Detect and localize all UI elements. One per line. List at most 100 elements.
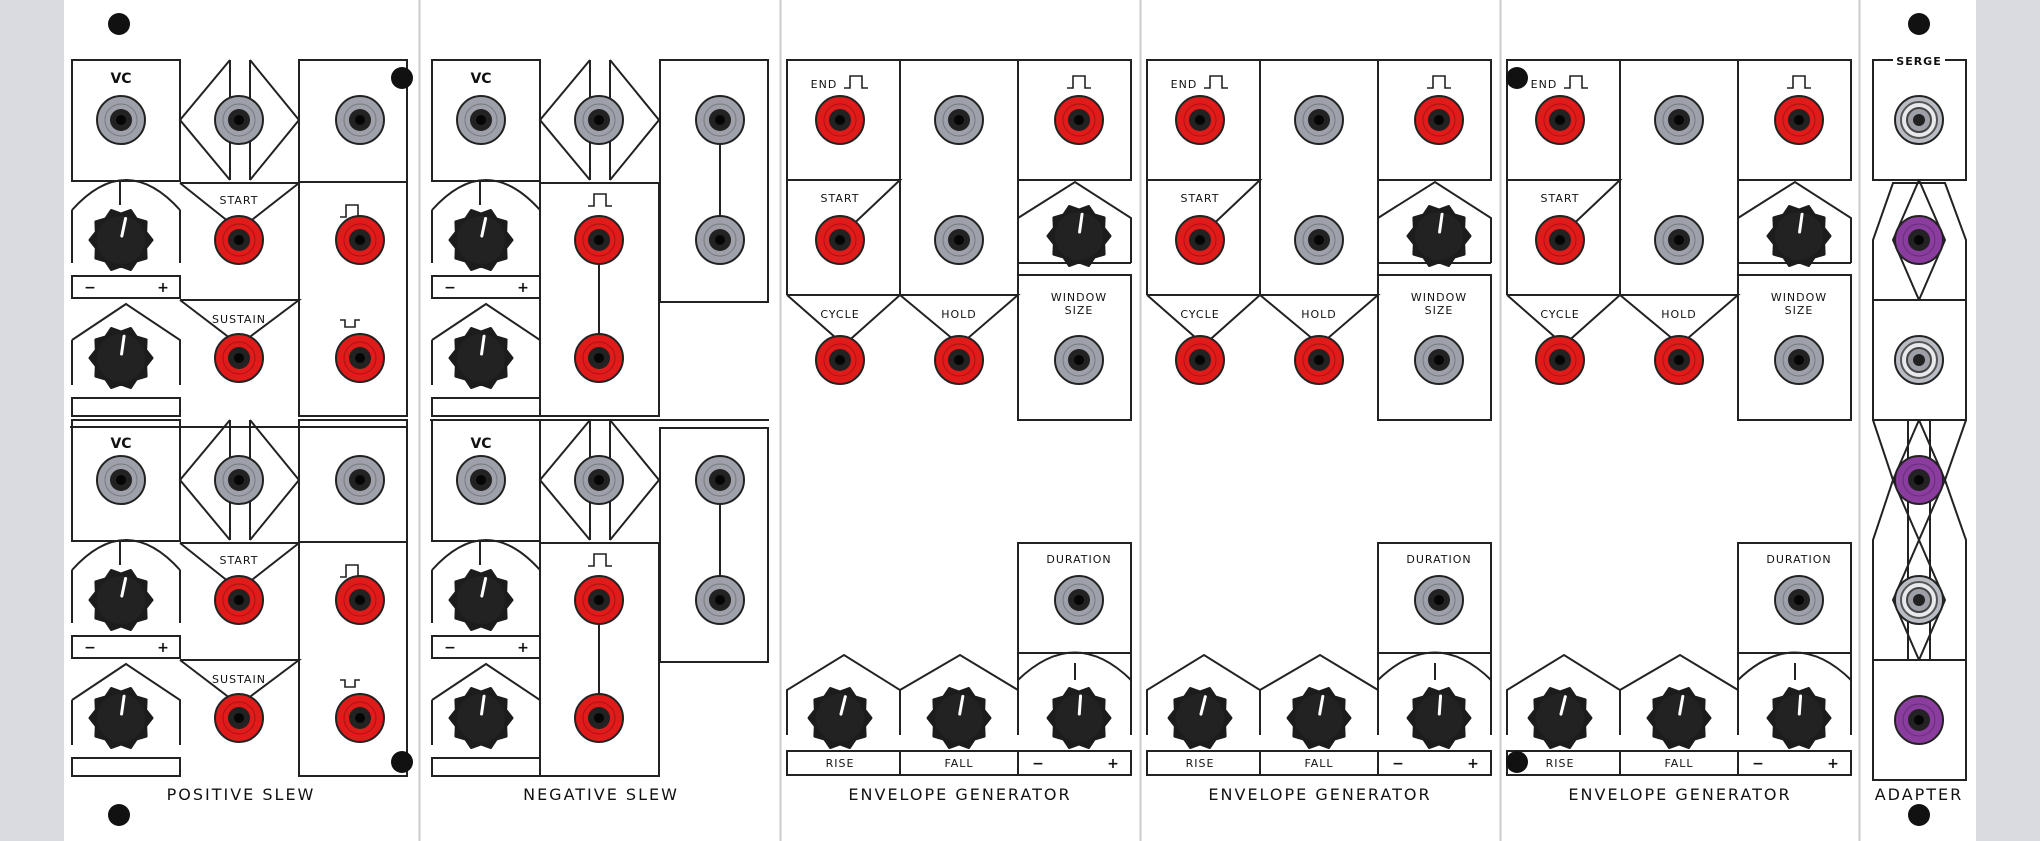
gate-out-jack[interactable] (574, 693, 624, 743)
start-jack[interactable] (1535, 215, 1585, 265)
knob-arc (1017, 651, 1132, 681)
slew-rate-knob[interactable] (88, 569, 154, 631)
quarter-inch-jack[interactable] (1894, 575, 1944, 625)
slew-input-jack[interactable] (214, 455, 264, 505)
output-jack[interactable] (695, 215, 745, 265)
gate-output-jack[interactable] (1054, 95, 1104, 145)
duration-knob[interactable] (1046, 687, 1112, 749)
envelope-output-jack[interactable] (1654, 95, 1704, 145)
duration-jack[interactable] (1774, 575, 1824, 625)
rise-knob[interactable] (807, 687, 873, 749)
end-jack[interactable] (815, 95, 865, 145)
slew-input-jack[interactable] (214, 95, 264, 145)
window-size-jack[interactable] (1774, 335, 1824, 385)
duration-jack[interactable] (1414, 575, 1464, 625)
slew-output-jack[interactable] (335, 455, 385, 505)
output-jack[interactable] (695, 455, 745, 505)
envelope-output-jack[interactable] (934, 95, 984, 145)
inverted-gate-jack[interactable] (335, 693, 385, 743)
rise-knob[interactable] (1527, 687, 1593, 749)
slew-input-jack[interactable] (574, 95, 624, 145)
module-title: ENVELOPE GENERATOR (848, 785, 1071, 804)
start-jack[interactable] (214, 575, 264, 625)
sustain-level-knob[interactable] (448, 327, 514, 389)
output-jack[interactable] (695, 575, 745, 625)
slew-rate-knob[interactable] (88, 209, 154, 271)
cycle-label: CYCLE (1540, 308, 1579, 321)
duration-knob[interactable] (1766, 687, 1832, 749)
gate-in-jack[interactable] (574, 215, 624, 265)
window-size-jack[interactable] (1414, 335, 1464, 385)
duration-label: DURATION (1046, 553, 1111, 566)
window-knob[interactable] (1046, 205, 1112, 267)
duration-knob[interactable] (1406, 687, 1472, 749)
cycle-jack[interactable] (1535, 335, 1585, 385)
hold-label: HOLD (1301, 308, 1337, 321)
hold-jack[interactable] (1654, 335, 1704, 385)
quarter-inch-jack[interactable] (1894, 335, 1944, 385)
inverted-output-jack[interactable] (1294, 215, 1344, 265)
label-box (71, 757, 181, 777)
pentagon-outline (71, 662, 181, 745)
sustain-triangle (179, 659, 302, 707)
inverted-output-jack[interactable] (934, 215, 984, 265)
inverted-gate-jack[interactable] (335, 333, 385, 383)
window-size-box (1377, 274, 1492, 421)
slew-input-jack[interactable] (574, 455, 624, 505)
sustain-level-knob[interactable] (88, 327, 154, 389)
gate-out-jack[interactable] (335, 215, 385, 265)
gate-output-jack[interactable] (1774, 95, 1824, 145)
banana-jack[interactable] (1894, 695, 1944, 745)
vc-input-jack[interactable] (96, 95, 146, 145)
gate-output-jack[interactable] (1414, 95, 1464, 145)
hold-jack[interactable] (1294, 335, 1344, 385)
banana-jack[interactable] (1894, 455, 1944, 505)
cycle-jack[interactable] (815, 335, 865, 385)
start-jack[interactable] (214, 215, 264, 265)
gate-in-jack[interactable] (574, 575, 624, 625)
window-size-jack[interactable] (1054, 335, 1104, 385)
slew-rate-knob[interactable] (448, 569, 514, 631)
envelope-output-jack[interactable] (1294, 95, 1344, 145)
sustain-level-knob[interactable] (88, 687, 154, 749)
start-jack[interactable] (1175, 215, 1225, 265)
vc-input-jack[interactable] (96, 455, 146, 505)
slew-rate-knob[interactable] (448, 209, 514, 271)
vc-input-jack[interactable] (456, 455, 506, 505)
gate-pulse-icon (588, 193, 612, 207)
duration-label: DURATION (1766, 553, 1831, 566)
gate-out-jack[interactable] (574, 333, 624, 383)
panel-screw (108, 13, 130, 35)
fall-knob[interactable] (1646, 687, 1712, 749)
screws (108, 13, 1930, 826)
window-knob[interactable] (1766, 205, 1832, 267)
end-jack[interactable] (1535, 95, 1585, 145)
module-title: ADAPTER (1875, 785, 1964, 804)
knob-pointer (1798, 212, 1804, 234)
end-jack[interactable] (1175, 95, 1225, 145)
fall-knob[interactable] (926, 687, 992, 749)
hold-jack[interactable] (934, 335, 984, 385)
diamond-left (538, 59, 591, 181)
serge-logo-backing (1893, 52, 1945, 68)
start-jack[interactable] (815, 215, 865, 265)
quarter-inch-jack[interactable] (1894, 95, 1944, 145)
window-knob[interactable] (1406, 205, 1472, 267)
sustain-jack[interactable] (214, 693, 264, 743)
fall-pentagon (1259, 653, 1379, 735)
slew-output-jack[interactable] (335, 95, 385, 145)
fall-knob[interactable] (1286, 687, 1352, 749)
gate-out-jack[interactable] (335, 575, 385, 625)
sustain-level-knob[interactable] (448, 687, 514, 749)
output-jack[interactable] (695, 95, 745, 145)
knob-arc (431, 539, 541, 571)
duration-jack[interactable] (1054, 575, 1104, 625)
gate-box (298, 541, 408, 777)
rise-knob[interactable] (1167, 687, 1233, 749)
banana-jack[interactable] (1894, 215, 1944, 265)
vc-input-jack[interactable] (456, 95, 506, 145)
minus-label: − (84, 640, 96, 656)
inverted-output-jack[interactable] (1654, 215, 1704, 265)
sustain-jack[interactable] (214, 333, 264, 383)
cycle-jack[interactable] (1175, 335, 1225, 385)
